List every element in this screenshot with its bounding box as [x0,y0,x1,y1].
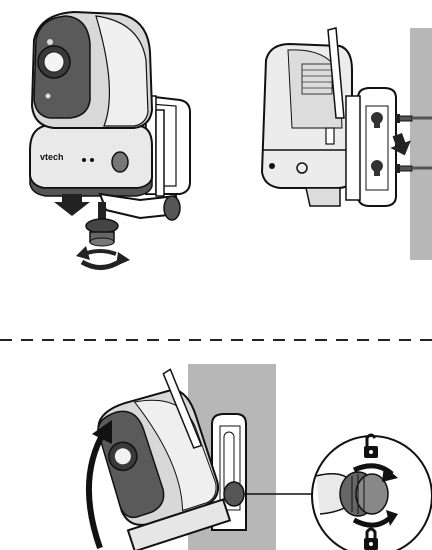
panel-adjust-angle [85,364,432,550]
arrow-down-icon [54,194,90,216]
panel-attach-bracket: vtech [30,12,190,268]
panel-hang-on-wall [262,28,432,260]
camera-unit: vtech [30,12,152,196]
brand-label: vtech [40,152,64,162]
adjust-knob [224,482,244,506]
wall-plate [346,88,396,206]
rotate-icon [76,246,130,268]
power-button [112,152,128,172]
tilt-arrow-icon [89,420,112,548]
wall-surface [410,28,432,260]
camera-unit-back [262,28,352,206]
